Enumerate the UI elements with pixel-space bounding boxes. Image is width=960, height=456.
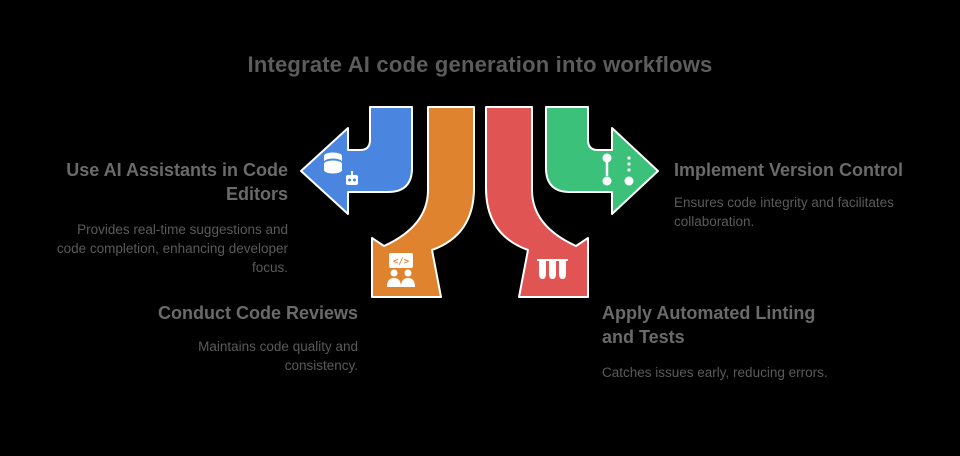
step-heading-ai-assistants: Use AI Assistants in Code Editors [66,160,288,204]
step-description-version-control: Ensures code integrity and facilitates c… [674,195,894,229]
red-arrow [485,106,589,298]
code-review-people-icon: </> [387,253,415,287]
green-arrow [545,106,659,215]
diagram-title: Integrate AI code generation into workfl… [247,52,713,77]
git-branch-icon [602,153,634,186]
test-tubes-icon [537,259,568,279]
step-description-ai-assistants: Provides real-time suggestions and code … [56,222,288,275]
database-robot-icon [324,152,358,185]
step-description-code-reviews: Maintains code quality and consistency. [198,339,358,373]
step-heading-version-control: Implement Version Control [674,160,904,180]
step-description-linting-tests: Catches issues early, reducing errors. [602,365,828,380]
step-heading-linting-tests: Apply Automated Linting and Tests [602,303,816,347]
step-heading-code-reviews: Conduct Code Reviews [157,303,358,323]
blue-arrow [300,106,413,215]
orange-arrow [371,106,475,298]
svg-text:</>: </> [393,257,410,267]
